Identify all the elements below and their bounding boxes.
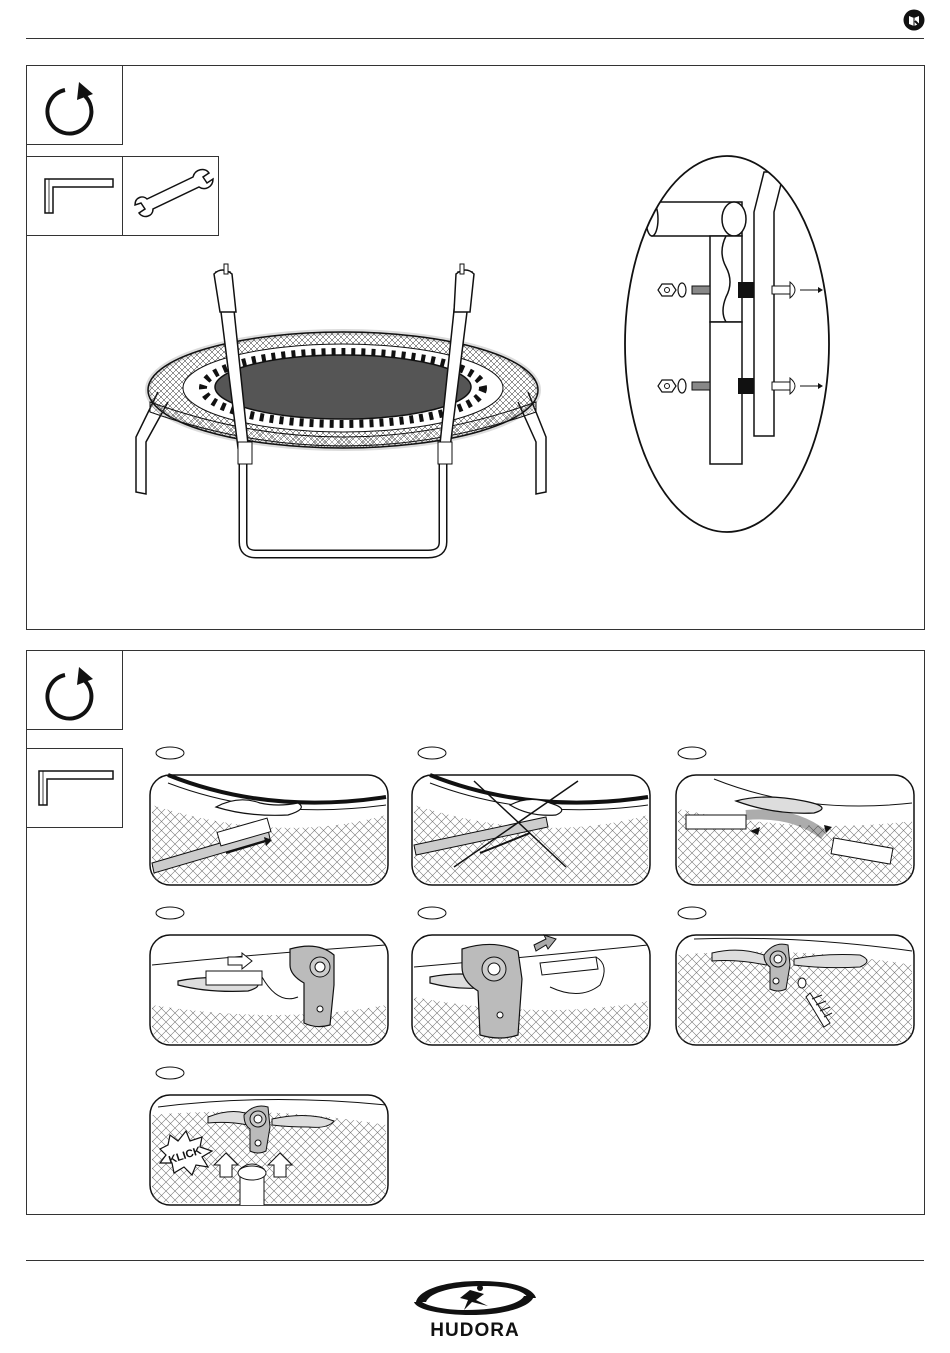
section-1-step-box <box>26 65 123 145</box>
step-7: KLICK <box>148 1065 390 1207</box>
section-1-tool-allen <box>26 156 123 236</box>
pole-bolt-detail-zoom <box>622 152 832 536</box>
step-4 <box>148 905 390 1047</box>
header-rule <box>26 38 924 39</box>
section-2-step-box <box>26 650 123 730</box>
section-2-tool-allen <box>26 748 123 828</box>
rotate-clockwise-icon <box>27 651 124 731</box>
brand-name: HUDORA <box>0 1320 950 1342</box>
rotate-clockwise-icon <box>27 66 124 146</box>
footer-rule <box>26 1260 924 1261</box>
open-wrench-icon <box>123 157 220 237</box>
allen-key-icon <box>27 157 124 237</box>
instruction-book-icon <box>903 9 925 31</box>
trampoline-illustration <box>128 262 558 562</box>
step-3 <box>674 745 916 887</box>
allen-key-icon <box>27 749 124 829</box>
step-6 <box>674 905 916 1047</box>
section-1-tool-wrench <box>122 156 219 236</box>
hudora-logo-icon <box>410 1276 540 1320</box>
step-2 <box>410 745 652 887</box>
step-1 <box>148 745 390 887</box>
step-5 <box>410 905 652 1047</box>
